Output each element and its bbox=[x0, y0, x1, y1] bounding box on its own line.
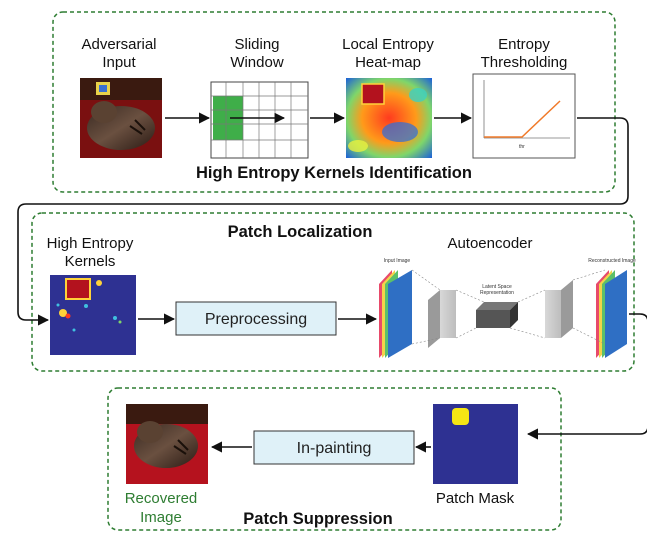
identification-section-title: High Entropy Kernels Identification bbox=[196, 164, 472, 182]
connector-localization-to-suppression bbox=[526, 313, 647, 440]
patch-mask-image bbox=[433, 404, 518, 484]
inpainting-label: In-painting bbox=[297, 440, 372, 457]
heatmap-label-1: Local Entropy bbox=[342, 36, 434, 53]
thresholding-label-2: Thresholding bbox=[481, 54, 568, 71]
adversarial-input-label-2: Input bbox=[102, 54, 136, 71]
adversarial-input-label-1: Adversarial bbox=[81, 36, 156, 53]
adversarial-input-image bbox=[80, 78, 162, 158]
recovered-label-1: Recovered bbox=[125, 490, 198, 507]
sliding-window-grid bbox=[210, 81, 309, 159]
thresholding-plot: thr bbox=[472, 73, 576, 159]
entropy-heatmap-image bbox=[346, 78, 432, 158]
autoencoder-label: Autoencoder bbox=[447, 235, 532, 252]
heatmap-label-2: Heat-map bbox=[355, 54, 421, 71]
preprocessing-label: Preprocessing bbox=[205, 311, 307, 328]
sliding-window-label-1: Sliding bbox=[234, 36, 279, 53]
ae-input-label: Input Image bbox=[384, 258, 411, 264]
recovered-image bbox=[126, 404, 208, 484]
recovered-label-2: Image bbox=[140, 509, 182, 526]
suppression-section-frame bbox=[107, 387, 562, 531]
threshold-tick-label: thr bbox=[519, 144, 525, 150]
localization-section-title: Patch Localization bbox=[228, 223, 373, 241]
ae-latent-label-2: Representation bbox=[480, 290, 514, 296]
patch-mask-label: Patch Mask bbox=[436, 490, 515, 507]
sliding-window-label-2: Window bbox=[230, 54, 284, 71]
kernels-label-1: High Entropy bbox=[47, 235, 134, 252]
localization-section-frame bbox=[31, 212, 635, 372]
preprocessing-box bbox=[175, 301, 337, 336]
high-entropy-kernels-image bbox=[50, 275, 136, 355]
connector-identification-to-localization bbox=[17, 117, 629, 326]
thresholding-label-1: Entropy bbox=[498, 36, 550, 53]
inpainting-box bbox=[253, 430, 415, 465]
identification-section-frame bbox=[52, 11, 616, 193]
autoencoder-diagram: Input Image Reconstructed Image Latent S… bbox=[379, 258, 636, 358]
ae-latent-label-1: Latent Space bbox=[482, 284, 512, 290]
suppression-section-title: Patch Suppression bbox=[243, 510, 392, 528]
kernels-label-2: Kernels bbox=[65, 253, 116, 270]
ae-reconstructed-label: Reconstructed Image bbox=[588, 258, 636, 264]
